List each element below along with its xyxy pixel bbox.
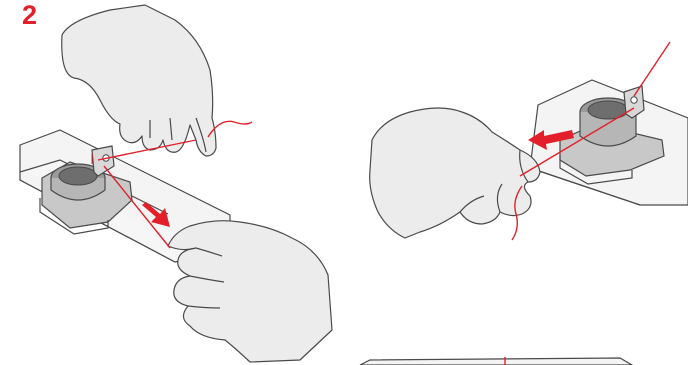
step-number: 2 bbox=[22, 0, 38, 30]
arrow-down-right-icon bbox=[142, 202, 170, 227]
hand-icon bbox=[61, 4, 217, 157]
arrow-left-icon bbox=[528, 130, 574, 150]
right-illustration bbox=[369, 41, 688, 241]
thread-icon bbox=[97, 120, 253, 249]
hand-icon bbox=[167, 220, 333, 363]
left-illustration bbox=[19, 4, 333, 363]
hand-icon bbox=[369, 107, 541, 239]
thread-icon bbox=[511, 41, 671, 241]
next-illustration-strip bbox=[359, 357, 634, 365]
